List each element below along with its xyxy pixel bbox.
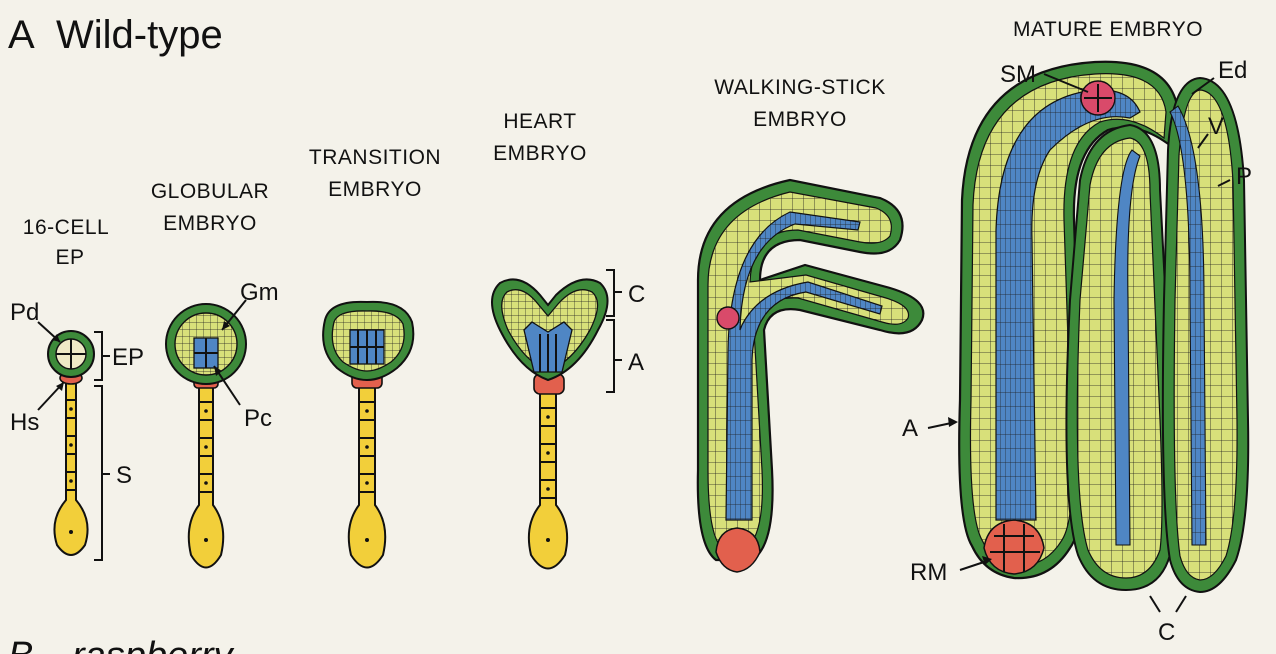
stage-heading-line2: EMBRYO <box>163 212 257 235</box>
label-s: S <box>116 462 132 489</box>
stage-heading-heart: HEART EMBRYO <box>493 110 587 165</box>
stage-heading-16-cell: 16-CELL EP <box>23 216 109 269</box>
stage-heading-line1: GLOBULAR <box>151 180 269 203</box>
stage-heading-walking-stick: WALKING-STICK EMBRYO <box>714 76 885 131</box>
label-a-mature: A <box>902 415 918 442</box>
panel-b-title: B raspberry <box>8 635 234 654</box>
label-ed: Ed <box>1218 57 1247 84</box>
bracket-ep <box>94 332 110 380</box>
embryo-transition <box>323 302 413 568</box>
embryo-walking-stick <box>698 180 924 572</box>
panel-a-letter: A <box>8 13 35 57</box>
embryo-mature <box>959 62 1248 592</box>
stage-heading-line1: HEART <box>503 110 576 133</box>
bracket-a <box>606 320 622 392</box>
shoot-meristem <box>717 307 739 329</box>
stage-heading-line2: EP <box>55 246 84 269</box>
stage-heading-line1: 16-CELL <box>23 216 109 239</box>
bracket-c <box>606 270 622 316</box>
label-pc: Pc <box>244 405 272 432</box>
stage-heading-mature: MATURE EMBRYO <box>1013 18 1203 41</box>
label-v: V <box>1208 113 1224 140</box>
root-meristem <box>984 520 1044 574</box>
embryo-16-cell <box>48 331 94 555</box>
label-pd: Pd <box>10 299 39 326</box>
label-c: C <box>628 281 645 308</box>
embryo-globular <box>166 304 246 568</box>
stage-heading-line2: EMBRYO <box>753 108 847 131</box>
stage-heading-transition: TRANSITION EMBRYO <box>309 146 441 201</box>
label-p: P <box>1236 163 1252 190</box>
label-gm: Gm <box>240 279 279 306</box>
stage-heading-line1: MATURE EMBRYO <box>1013 18 1203 41</box>
stage-heading-line2: EMBRYO <box>328 178 422 201</box>
bracket-s <box>94 386 110 560</box>
panel-a-title: A Wild-type <box>8 13 223 57</box>
stage-heading-line2: EMBRYO <box>493 142 587 165</box>
stage-heading-line1: WALKING-STICK <box>714 76 885 99</box>
label-hs: Hs <box>10 409 39 436</box>
stage-heading-globular: GLOBULAR EMBRYO <box>151 180 269 235</box>
panel-a-name: Wild-type <box>56 13 223 57</box>
label-ep: EP <box>112 344 144 371</box>
panel-b-name: raspberry <box>72 635 234 654</box>
stage-heading-line1: TRANSITION <box>309 146 441 169</box>
embryo-heart <box>492 279 608 568</box>
root-meristem <box>716 528 760 572</box>
label-c-mature: C <box>1158 619 1175 646</box>
label-rm: RM <box>910 559 947 586</box>
label-a: A <box>628 349 644 376</box>
label-sm: SM <box>1000 61 1036 88</box>
panel-b-letter: B <box>8 635 33 654</box>
